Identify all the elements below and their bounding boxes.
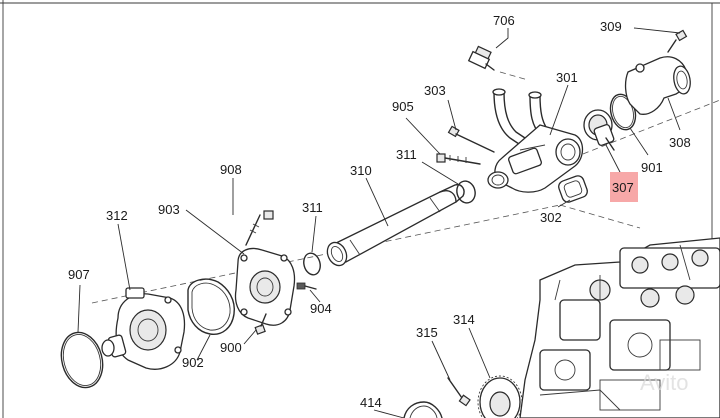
thermostat-307	[583, 109, 615, 151]
o-ring-311-lower	[303, 252, 321, 276]
bolt-900	[254, 313, 267, 335]
callout-414: 414	[360, 395, 382, 410]
callout-314: 314	[453, 312, 475, 327]
bolt-315	[447, 377, 471, 407]
o-ring-907	[60, 331, 104, 389]
callout-labels: 706 309 303 301 905 308 311 310 901 307 …	[68, 13, 691, 410]
callout-315: 315	[416, 325, 438, 340]
callout-303: 303	[424, 83, 446, 98]
callout-309: 309	[600, 19, 622, 34]
callout-301: 301	[556, 70, 578, 85]
gear-314	[477, 375, 523, 418]
callout-903: 903	[158, 202, 180, 217]
callout-706: 706	[493, 13, 515, 28]
callout-312: 312	[106, 208, 128, 223]
callout-307: 307	[612, 180, 634, 195]
callout-901: 901	[641, 160, 663, 175]
part-414	[403, 401, 443, 418]
callout-310: 310	[350, 163, 372, 178]
outlet-elbow-308	[624, 56, 691, 115]
bolt-303	[447, 125, 495, 153]
callout-905: 905	[392, 99, 414, 114]
callout-907: 907	[68, 267, 90, 282]
callout-311-upper: 311	[396, 147, 417, 162]
bolt-309	[667, 29, 688, 53]
leader-lines	[77, 27, 681, 418]
o-ring-311-upper	[456, 180, 476, 204]
highlight-box-307	[610, 172, 638, 202]
bolt-904	[296, 282, 317, 290]
callout-302: 302	[540, 210, 562, 225]
gasket-902	[187, 278, 235, 335]
cover-903	[234, 247, 296, 326]
sensor-706	[467, 45, 495, 71]
callout-900: 900	[220, 340, 242, 355]
callout-308: 308	[669, 135, 691, 150]
callout-902: 902	[182, 355, 204, 370]
callout-904: 904	[310, 301, 332, 316]
callout-908: 908	[220, 162, 242, 177]
bolt-908	[245, 210, 274, 246]
coolant-pipe-310	[326, 183, 465, 267]
bolt-905	[436, 153, 481, 165]
gasket-302	[558, 175, 588, 203]
water-pump-312	[101, 287, 186, 370]
callout-311-lower: 311	[302, 200, 323, 215]
thermostat-housing-301	[487, 88, 584, 193]
assembly-axis-lines	[91, 71, 720, 304]
engine-block	[519, 237, 720, 418]
watermark: Avito	[640, 370, 689, 395]
